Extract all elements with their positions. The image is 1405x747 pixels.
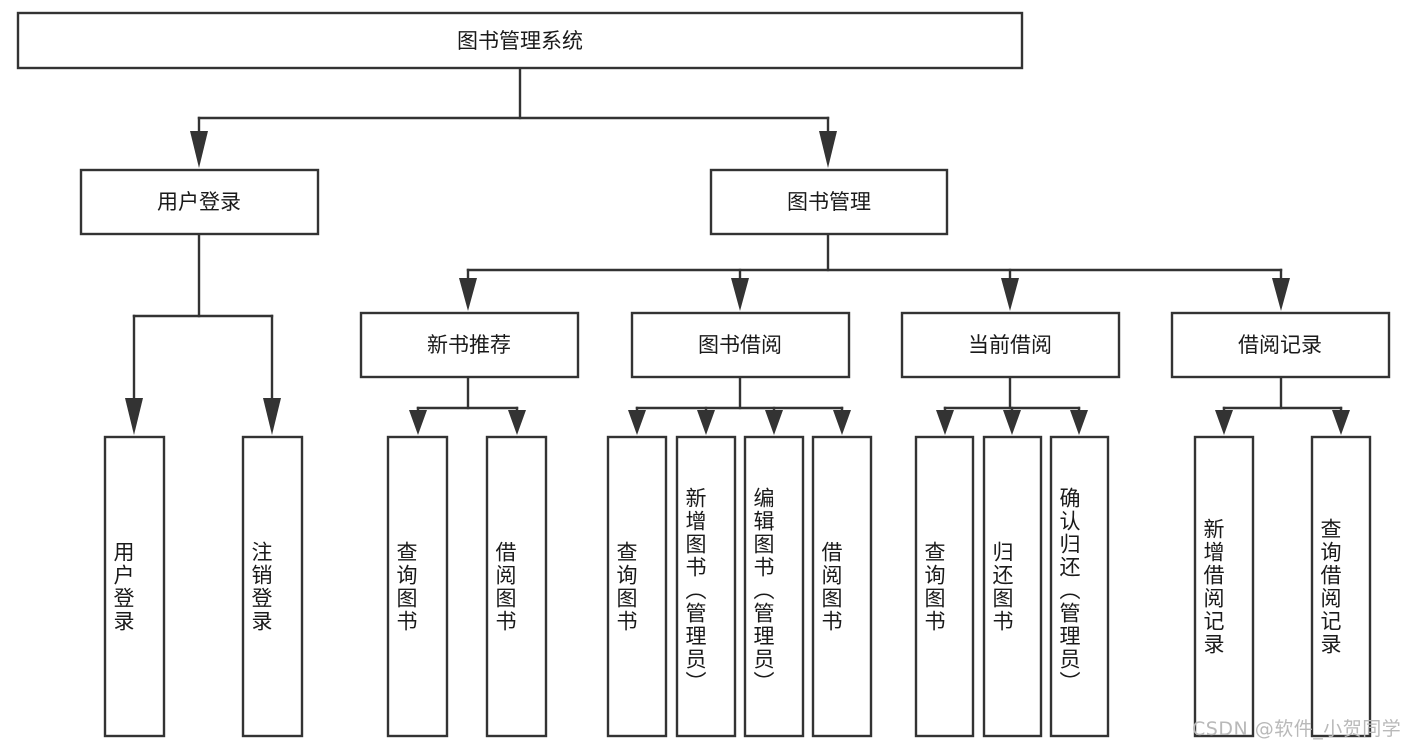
connector-group-book-borrow (628, 375, 851, 435)
leaf-boxes-group (103, 435, 1372, 738)
arrowhead-borrow-record-leaf-1 (1215, 410, 1233, 435)
arrowhead-book-borrow-leaf-4 (833, 410, 851, 435)
leaf-query-book-2-box[interactable] (606, 435, 668, 738)
arrowhead-book-mgmt-to-new-book (459, 278, 477, 311)
leaf-edit-book-admin-box[interactable] (743, 435, 805, 738)
node-borrow-record-box[interactable] (1170, 311, 1391, 379)
leaf-query-borrow-record-box[interactable] (1310, 435, 1372, 738)
leaf-add-borrow-record-box[interactable] (1193, 435, 1255, 738)
arrowhead-current-borrow-leaf-2 (1003, 410, 1021, 435)
connector-group-current-borrow (936, 375, 1088, 435)
leaf-add-book-admin-box[interactable] (675, 435, 737, 738)
arrowhead-user-login-leaf-2 (263, 398, 281, 435)
leaf-logout-login-box[interactable] (241, 435, 304, 738)
node-root-system[interactable]: 图书管理系统 (16, 11, 1024, 70)
node-book-borrow[interactable]: 图书借阅 (630, 311, 851, 379)
arrowhead-book-borrow-leaf-3 (765, 410, 783, 435)
arrowhead-root-to-book-mgmt (819, 131, 837, 168)
node-book-management[interactable]: 图书管理 (709, 168, 949, 236)
node-root-system-label: 图书管理系统 (457, 29, 583, 53)
arrowhead-new-book-leaf-2 (508, 410, 526, 435)
connector-group-new-book-recommend (409, 375, 526, 435)
node-user-login-label: 用户登录 (157, 190, 241, 214)
arrowhead-current-borrow-leaf-1 (936, 410, 954, 435)
node-root-system-box[interactable] (16, 11, 1024, 70)
node-new-book-recommend-label: 新书推荐 (427, 333, 511, 357)
connector-group-root (190, 66, 837, 168)
arrowhead-user-login-leaf-1 (125, 398, 143, 435)
arrowhead-current-borrow-leaf-3 (1070, 410, 1088, 435)
node-current-borrow-label: 当前借阅 (968, 333, 1052, 357)
connector-group-book-mgmt (459, 232, 1290, 311)
node-borrow-record-label: 借阅记录 (1238, 333, 1322, 357)
node-book-management-label: 图书管理 (787, 190, 871, 214)
leaf-user-login-box[interactable] (103, 435, 166, 738)
leaf-borrow-book-1-box[interactable] (485, 435, 548, 738)
leaf-borrow-book-2-box[interactable] (811, 435, 873, 738)
csdn-watermark: CSDN @软件_小贺同学 (1192, 718, 1402, 740)
node-user-login[interactable]: 用户登录 (79, 168, 320, 236)
arrowhead-book-mgmt-to-borrow-record (1272, 278, 1290, 311)
arrowhead-book-borrow-leaf-1 (628, 410, 646, 435)
node-borrow-record[interactable]: 借阅记录 (1170, 311, 1391, 379)
leaf-query-book-1-box[interactable] (386, 435, 449, 738)
leaf-confirm-return-admin-box[interactable] (1049, 435, 1110, 738)
node-current-borrow[interactable]: 当前借阅 (900, 311, 1121, 379)
arrowhead-borrow-record-leaf-2 (1332, 410, 1350, 435)
leaf-return-book-box[interactable] (982, 435, 1043, 738)
node-book-borrow-label: 图书借阅 (698, 333, 782, 357)
node-user-login-box[interactable] (79, 168, 320, 236)
leaf-query-book-3-box[interactable] (914, 435, 975, 738)
node-new-book-recommend-box[interactable] (359, 311, 580, 379)
node-book-borrow-box[interactable] (630, 311, 851, 379)
arrowhead-book-borrow-leaf-2 (697, 410, 715, 435)
node-current-borrow-box[interactable] (900, 311, 1121, 379)
connector-group-borrow-record (1215, 375, 1350, 435)
connector-group-user-login (125, 232, 281, 435)
arrowhead-book-mgmt-to-current-borrow (1001, 278, 1019, 311)
node-book-management-box[interactable] (709, 168, 949, 236)
node-new-book-recommend[interactable]: 新书推荐 (359, 311, 580, 379)
arrowhead-book-mgmt-to-book-borrow (731, 278, 749, 311)
arrowhead-root-to-user-login (190, 131, 208, 168)
arrowhead-new-book-leaf-1 (409, 410, 427, 435)
